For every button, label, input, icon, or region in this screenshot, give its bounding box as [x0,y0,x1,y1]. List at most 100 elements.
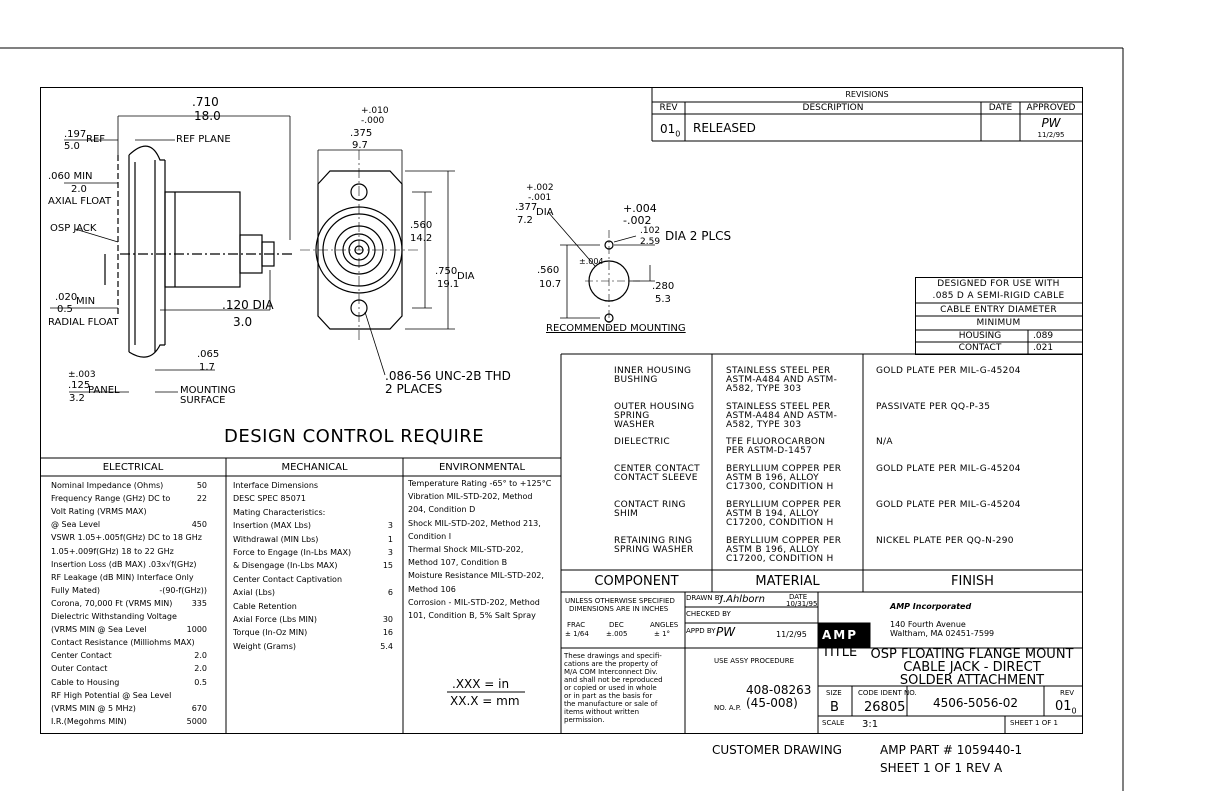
spec-value: 670 [191,703,207,713]
dim-flange-mm: 1.7 [199,362,215,373]
panel-label: PANEL [88,385,120,396]
thread-callout: .086-56 UNC-2B THD [385,369,511,383]
dim-width-mm: 9.7 [352,140,368,151]
spec-row: Withdrawal (MIN Lbs)1 [233,535,393,544]
drawn-by-label: DRAWN BY [686,594,724,602]
thread-places: 2 PLACES [385,382,443,396]
spec-value: 5000 [186,716,207,726]
recommended-mounting-label: RECOMMENDED MOUNTING [546,323,686,334]
spec-label: Nominal Impedance (Ohms) [51,481,164,490]
spec-label: Mating Characteristics: [233,507,326,517]
dim-pin-dia-mm: 3.0 [233,315,253,329]
approved-date: 11/2/95 [1037,131,1065,139]
spec-value: -(90-f(GHz)) [159,585,207,595]
drawing-number: 4506-5056-02 [932,696,1018,710]
spec-label: Torque (In-Oz MIN) [233,628,308,638]
company-address-2: Waltham, MA 02451-7599 [890,629,995,638]
amp-logo: AMP [822,628,859,642]
spec-value: 2.0 [194,664,207,674]
dim-flange-dia-in: .750 [435,266,458,277]
procedure-number: 408-08263 [746,683,812,697]
spec-label: Corona, 70,000 Ft (VRMS MIN) [51,598,173,608]
scale-value: 3:1 [862,719,879,730]
material-finish: GOLD PLATE PER MIL-G-45204 [876,500,1021,510]
spec-row: DESC SPEC 85071 [233,494,393,503]
spec-label: Cable Retention [233,601,297,611]
component-header: COMPONENT [594,574,679,589]
contact-value: .021 [1033,343,1054,353]
designed-for-line4: MINIMUM [976,318,1021,328]
rev-col-header: REV [659,103,678,113]
checked-by-label: CHECKED BY [686,610,731,618]
spec-label: RF Leakage (dB MIN) Interface Only [51,572,194,582]
spec-label: (VRMS MIN @ Sea Level [51,625,147,635]
dec-tol: ±.005 [606,630,628,638]
rm-offset-in: .280 [652,281,675,292]
dim-hole-spacing-mm: 14.2 [410,233,433,244]
spec-label: Condition I [408,531,452,541]
environmental-header: ENVIRONMENTAL [438,462,526,473]
spec-row: Corrosion - MIL-STD-202, Method [408,598,560,607]
dim-axial-mm: 2.0 [71,184,87,195]
spec-label: Temperature Rating -65° to +125°C [408,479,552,488]
spec-label: Outer Contact [51,664,108,674]
spec-row: VSWR 1.05+.005f(GHz) DC to 18 GHz [51,533,207,542]
spec-label: Thermal Shock MIL-STD-202, [408,545,524,554]
angles-label: ANGLES [650,621,679,629]
revision-description: RELEASED [693,121,756,135]
dim-axial-in: .060 MIN [48,171,93,182]
dim-radial-min: MIN [76,296,96,307]
title-line-3: SOLDER ATTACHMENT [899,673,1045,688]
approved-by-label: APPD BY [686,627,716,635]
spec-row: Fully Mated)-(90-f(GHz)) [51,586,207,595]
spec-label: Axial Force (Lbs MIN) [233,615,318,624]
spec-label: Insertion Loss (dB MAX) .03x√f(GHz) [51,559,197,569]
dim-panel-in: .125 [68,380,91,391]
spec-label: & Disengage (In-Lbs MAX) [233,561,338,571]
side-view-drawing [104,145,295,358]
dim-ref-mm: 5.0 [64,141,80,152]
rev-label: REV [1060,689,1075,697]
spec-row: Torque (In-Oz MIN)16 [233,628,393,637]
spec-label: Center Contact [51,651,112,661]
spec-row: Method 107, Condition B [408,558,560,567]
spec-row: & Disengage (In-Lbs MAX)15 [233,561,393,570]
dim-panel-mm: 3.2 [69,393,85,404]
spec-row: RF High Potential @ Sea Level [51,691,207,700]
material-finish: N/A [876,437,893,447]
spec-label: Cable to Housing [51,677,120,687]
spec-value: 5.4 [380,641,393,651]
scale-label: SCALE [822,719,845,727]
footer-sheet-rev: SHEET 1 OF 1 REV A [880,761,1003,775]
rm-hole-in: .102 [640,226,661,236]
rm-hole-mm: 2.59 [640,237,661,247]
designed-for-line1: DESIGNED FOR USE WITH [937,279,1060,289]
spec-label: Axial (Lbs) [233,588,276,598]
angles-tol: ± 1° [654,630,671,638]
finish-header: FINISH [951,574,994,589]
rm-hole-dia-label: DIA 2 PLCS [665,229,732,243]
spec-value: 3 [387,548,393,557]
spec-label: Volt Rating (VRMS MAX) [51,507,147,517]
spec-row: 101, Condition B, 5% Salt Spray [408,611,560,620]
spec-row: I.R.(Megohms MIN)5000 [51,717,207,726]
rm-hole-tol-minus: -.002 [623,214,652,227]
electrical-header: ELECTRICAL [102,462,164,473]
spec-row: Mating Characteristics: [233,508,393,517]
spec-row: Insertion Loss (dB MAX) .03x√f(GHz) [51,560,207,569]
spec-label: 204, Condition D [408,505,476,515]
title-label: TITLE [822,645,858,660]
sheet-count: SHEET 1 OF 1 [1010,719,1058,727]
approver-signature: PW [1041,116,1061,130]
dim-radial-mm: 0.5 [57,304,73,315]
spec-label: 1.05+.009f(GHz) 18 to 22 GHz [51,546,174,556]
tol-plus: +.010 [361,106,389,116]
spec-label: Dielectric Withstanding Voltage [51,612,177,621]
frac-tol: ± 1/64 [565,630,589,638]
